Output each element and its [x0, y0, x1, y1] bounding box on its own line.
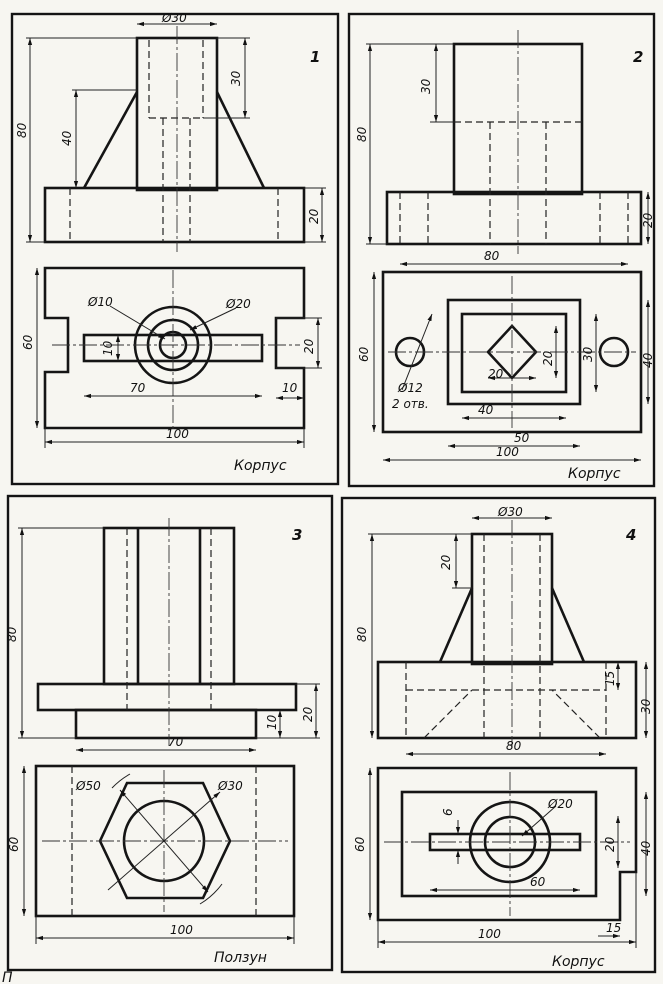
dim-h80: 80: [5, 626, 19, 642]
dim-h40: 40: [641, 352, 655, 368]
dim-s20b: 20: [541, 350, 555, 366]
panel-number: 1: [310, 48, 320, 66]
dim-w60: 60: [530, 875, 546, 889]
panel-caption: Ползун: [214, 950, 267, 966]
panel-3-frame: [6, 494, 334, 972]
dim-w70: 70: [168, 735, 184, 749]
panel-4: 4 Ø30 20 80 15: [340, 496, 657, 974]
dim-d20: Ø20: [547, 797, 573, 811]
dim-d10: Ø10: [87, 295, 113, 309]
dim-d30: Ø30: [217, 779, 243, 793]
dim-h20: 20: [641, 212, 655, 228]
front-view: [385, 30, 643, 254]
dim-h30: 30: [639, 698, 653, 714]
dim-d20: Ø20: [225, 297, 251, 311]
panel-caption: Корпус: [234, 458, 287, 474]
dim-s20a: 20: [488, 367, 504, 381]
panel-1-frame: [10, 12, 340, 486]
front-dimensions: Ø30 30 80 40 20: [15, 11, 326, 243]
dim-w80: 80: [484, 249, 500, 263]
dim-h60: 60: [7, 836, 21, 852]
dim-w100: 100: [478, 927, 501, 941]
dim-w100: 100: [496, 445, 519, 459]
dim-h20: 20: [301, 706, 315, 722]
dim-w15: 15: [606, 921, 621, 935]
dim-w100: 100: [166, 427, 189, 441]
dim-h40: 40: [60, 130, 74, 146]
panel-1: 1 Ø30 30 80: [10, 11, 340, 486]
top-view: [34, 764, 296, 918]
dim-h10: 10: [265, 714, 279, 730]
dim-d30: Ø30: [497, 505, 523, 519]
dim-s10b: 10: [282, 381, 298, 395]
top-dimensions: 60 Ø10 Ø20 10 20 70 10 100: [21, 268, 322, 448]
panel-2-frame: [347, 12, 656, 488]
dim-s10: 10: [101, 340, 115, 356]
front-view: [43, 26, 306, 252]
top-dimensions: 60 Ø50 Ø30 100: [7, 766, 295, 944]
panel-caption: Корпус: [552, 954, 605, 970]
dim-h80: 80: [355, 626, 369, 642]
front-dimensions: Ø30 20 80 15 30 80: [355, 505, 653, 757]
top-view: [376, 766, 638, 922]
dim-h60: 60: [357, 346, 371, 362]
dim-d12: Ø12: [397, 381, 423, 395]
panel-3: 3 80 20 10 70: [5, 494, 334, 972]
top-dimensions: 60 6 Ø20 20 40 60 100 15: [353, 768, 653, 948]
dim-h20: 20: [307, 208, 321, 224]
dim-d30: Ø30: [161, 11, 187, 25]
dim-w40: 40: [478, 403, 494, 417]
panel-number: 3: [292, 526, 302, 544]
front-view: [376, 520, 638, 748]
dim-h60: 60: [21, 334, 35, 350]
dim-s20: 20: [603, 836, 617, 852]
dim-d50: Ø50: [75, 779, 101, 793]
top-dimensions: 60 Ø12 2 отв. 20 20 30 40 40 50 100: [357, 272, 655, 463]
front-dimensions: 80 20 10 70: [5, 527, 320, 753]
dim-w50: 50: [514, 431, 530, 445]
panel-number: 4: [625, 526, 636, 544]
dim-h40: 40: [639, 840, 653, 856]
front-dimensions: 30 80 20 80: [355, 43, 655, 267]
dim-h15: 15: [603, 671, 617, 686]
dim-h80: 80: [355, 126, 369, 142]
panel-4-frame: [340, 496, 657, 974]
dim-s6: 6: [441, 808, 455, 816]
dim-h80: 80: [15, 122, 29, 138]
dim-h60: 60: [353, 836, 367, 852]
dim-h30b: 30: [581, 346, 595, 362]
dim-w100: 100: [170, 923, 193, 937]
dim-w80: 80: [506, 739, 522, 753]
panel-2: 2 30 80 20 80: [347, 12, 656, 488]
footer-fragment: П: [2, 970, 13, 984]
panel-caption: Корпус: [568, 466, 621, 482]
panel-number: 2: [633, 48, 643, 66]
dim-h20: 20: [439, 554, 453, 570]
dim-holes: 2 отв.: [392, 397, 429, 411]
front-view: [36, 518, 298, 746]
dim-h30: 30: [419, 78, 433, 94]
dim-s20: 20: [302, 338, 316, 354]
dim-w70: 70: [130, 381, 146, 395]
dim-h30: 30: [229, 70, 243, 86]
